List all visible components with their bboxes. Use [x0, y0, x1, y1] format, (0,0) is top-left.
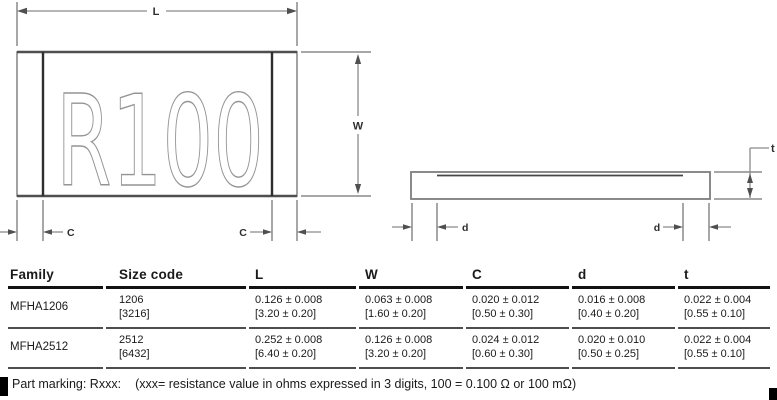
header-l: L: [249, 267, 356, 289]
table-header-row: Family Size code L W C d t: [8, 267, 770, 289]
part-marking-description: (xxx= resistance value in ohms expressed…: [135, 377, 577, 391]
d-right-arrows: [674, 224, 718, 230]
t-leader-line: [749, 147, 769, 198]
cell-c: 0.020 ± 0.012 [0.50 ± 0.30]: [466, 289, 569, 329]
side-view-drawing: t d d: [392, 143, 775, 241]
cell-w: 0.126 ± 0.008 [3.20 ± 0.20]: [359, 329, 463, 369]
table-row-mfha2512: MFHA2512 2512 [6432] 0.252 ± 0.008 [6.40…: [8, 329, 770, 369]
dim-label-t: t: [771, 143, 775, 155]
cell-d: 0.020 ± 0.010 [0.50 ± 0.25]: [572, 329, 675, 369]
resistor-body-side: [410, 171, 711, 200]
resistor-body-front: [16, 51, 298, 197]
t-dimension-arrows: [747, 173, 753, 198]
header-family: Family: [8, 267, 103, 289]
cell-l: 0.252 ± 0.008 [6.40 ± 0.20]: [249, 329, 356, 369]
dim-label-w: W: [353, 121, 364, 133]
cell-w: 0.063 ± 0.008 [1.60 ± 0.20]: [359, 289, 463, 329]
c-extension-lines: [16, 200, 298, 241]
cell-t: 0.022 ± 0.004 [0.55 ± 0.10]: [678, 289, 770, 329]
cell-l: 0.126 ± 0.008 [3.20 ± 0.20]: [249, 289, 356, 329]
d-left-arrows: [403, 224, 446, 230]
header-d: d: [572, 267, 675, 289]
c-left-arrows: [8, 229, 52, 235]
dimension-drawings: L R100 W C C: [0, 2, 775, 241]
dim-label-l: L: [153, 6, 160, 18]
cell-family: MFHA1206: [8, 289, 103, 329]
dim-label-d-left: d: [462, 222, 468, 234]
termination-cap-lines: [41, 52, 274, 196]
header-t: t: [678, 267, 770, 289]
cell-d: 0.016 ± 0.008 [0.40 ± 0.20]: [572, 289, 675, 329]
dim-label-d-right: d: [654, 222, 660, 234]
cell-t: 0.022 ± 0.004 [0.55 ± 0.10]: [678, 329, 770, 369]
header-size-code: Size code: [106, 267, 246, 289]
c-right-arrows: [263, 229, 306, 235]
l-extension-lines: [16, 2, 298, 46]
part-marking-label: Part marking: Rxxx:: [12, 377, 122, 391]
page-edge-mark-right: [769, 388, 777, 400]
part-marking-note: Part marking: Rxxx: (xxx= resistance valu…: [12, 377, 576, 391]
d-extension-lines: [411, 203, 710, 241]
cell-family: MFHA2512: [8, 329, 103, 369]
part-marking-text: R100: [56, 68, 264, 215]
cell-size-code: 1206 [3216]: [106, 289, 246, 329]
header-w: W: [359, 267, 463, 289]
header-c: C: [466, 267, 569, 289]
w-extension-lines: [301, 51, 371, 197]
t-extension-lines: [714, 171, 762, 200]
page-edge-mark-left: [0, 377, 8, 396]
front-view-drawing: L R100 W C C: [0, 2, 371, 241]
cell-c: 0.024 ± 0.012 [0.60 ± 0.30]: [466, 329, 569, 369]
table-row-mfha1206: MFHA1206 1206 [3216] 0.126 ± 0.008 [3.20…: [8, 289, 770, 329]
cell-size-code: 2512 [6432]: [106, 329, 246, 369]
dim-label-c-right: C: [239, 227, 247, 239]
resistor-body-top-bottom-edges: [17, 50, 297, 198]
dimensions-table: Family Size code L W C d t MFHA1206 1206…: [8, 267, 770, 369]
dim-label-c-left: C: [67, 227, 75, 239]
